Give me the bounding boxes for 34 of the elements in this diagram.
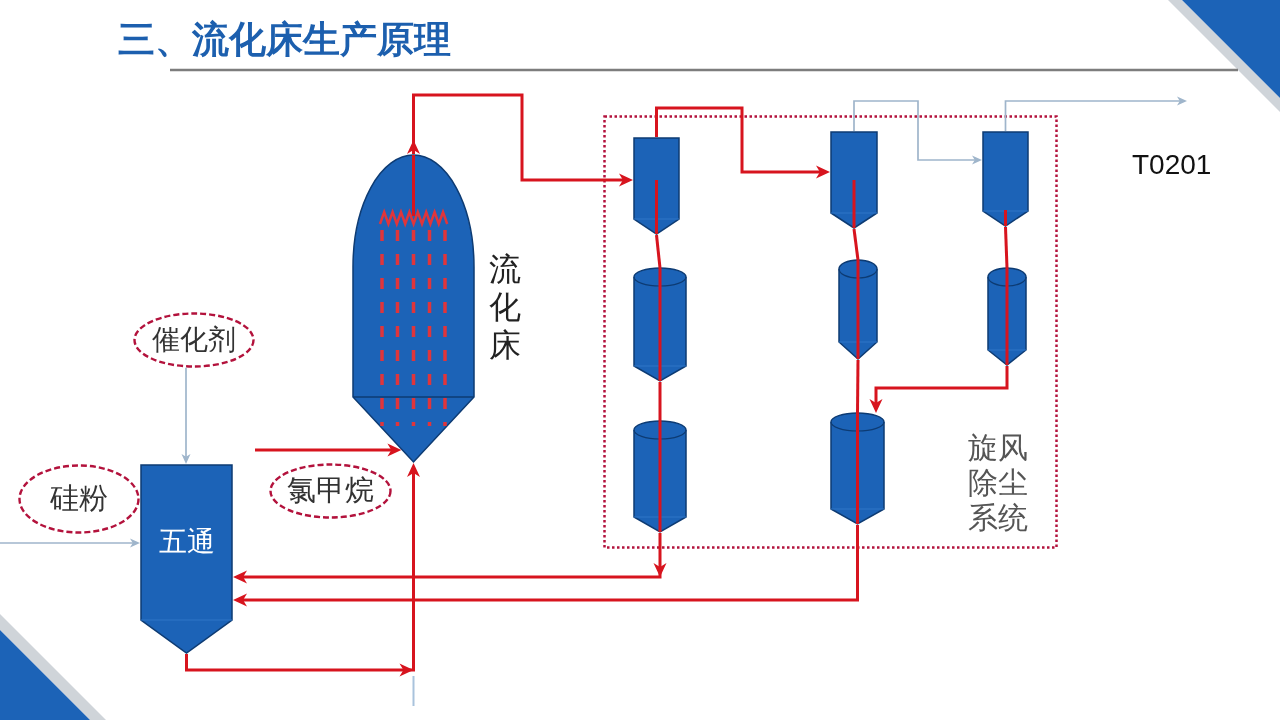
cyclone-separator — [830, 131, 878, 229]
fluidized-bed-reactor — [352, 154, 475, 463]
frame-label: 旋风除尘系统 — [968, 430, 1029, 535]
side-label: 流化床 — [489, 250, 522, 364]
arrow — [1004, 96, 1187, 132]
tag-label: T0201 — [1132, 150, 1212, 181]
slide-title: 三、流化床生产原理 — [118, 20, 451, 61]
connector-line — [852, 228, 860, 261]
mixing-vessel: 五通 — [140, 464, 233, 654]
arrow — [181, 366, 191, 464]
arrow — [655, 106, 830, 179]
connector-line — [856, 360, 860, 413]
arrow — [407, 93, 633, 187]
connector-line — [1004, 226, 1009, 269]
arrow — [853, 100, 982, 165]
arrow — [255, 443, 402, 457]
connector-line — [658, 382, 662, 421]
dotted-frame — [603, 115, 1058, 549]
dashed-ellipse-label: 硅粉 — [18, 464, 140, 534]
arrow — [185, 463, 420, 677]
arrow — [0, 538, 140, 548]
cyclone-separator — [633, 137, 680, 235]
dust-hopper — [838, 260, 878, 360]
dust-hopper — [633, 268, 687, 382]
dust-hopper — [633, 421, 687, 533]
arrow — [233, 525, 859, 607]
dashed-ellipse-label: 氯甲烷 — [269, 463, 392, 519]
arrow — [233, 533, 667, 584]
cyclone-separator — [982, 131, 1029, 227]
dashed-ellipse-label: 催化剂 — [133, 312, 255, 368]
dust-hopper — [987, 268, 1027, 366]
connector-line — [655, 234, 662, 269]
dust-hopper — [830, 413, 885, 525]
arrow — [869, 366, 1009, 413]
